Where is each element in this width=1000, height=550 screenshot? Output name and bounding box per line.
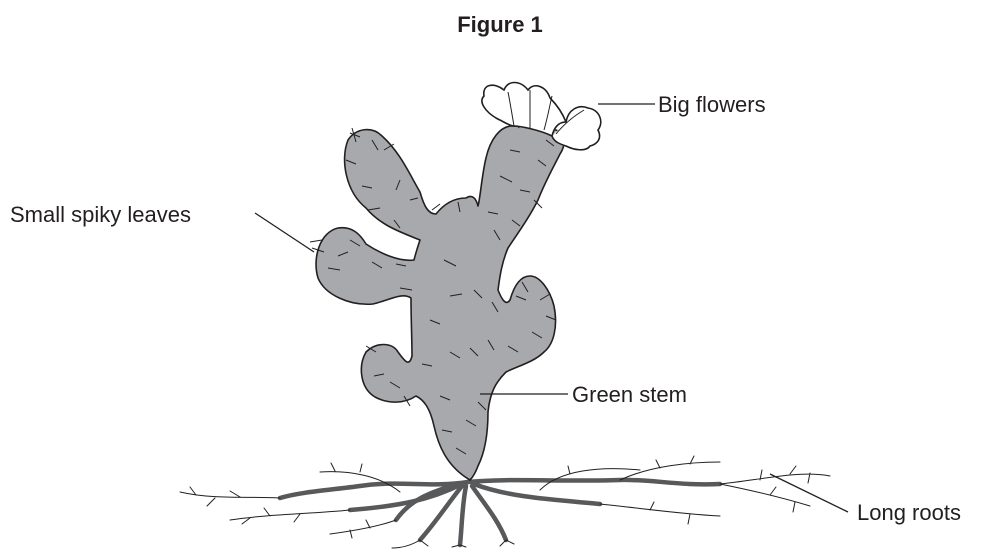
leader-line-leaves: [255, 213, 314, 252]
cactus-body: [316, 126, 564, 480]
roots: [180, 456, 830, 548]
label-long-roots: Long roots: [857, 500, 961, 525]
label-small-spiky-leaves: Small spiky leaves: [10, 202, 191, 227]
label-green-stem: Green stem: [572, 382, 687, 407]
label-big-flowers: Big flowers: [658, 92, 766, 117]
main-roots: [280, 480, 720, 545]
